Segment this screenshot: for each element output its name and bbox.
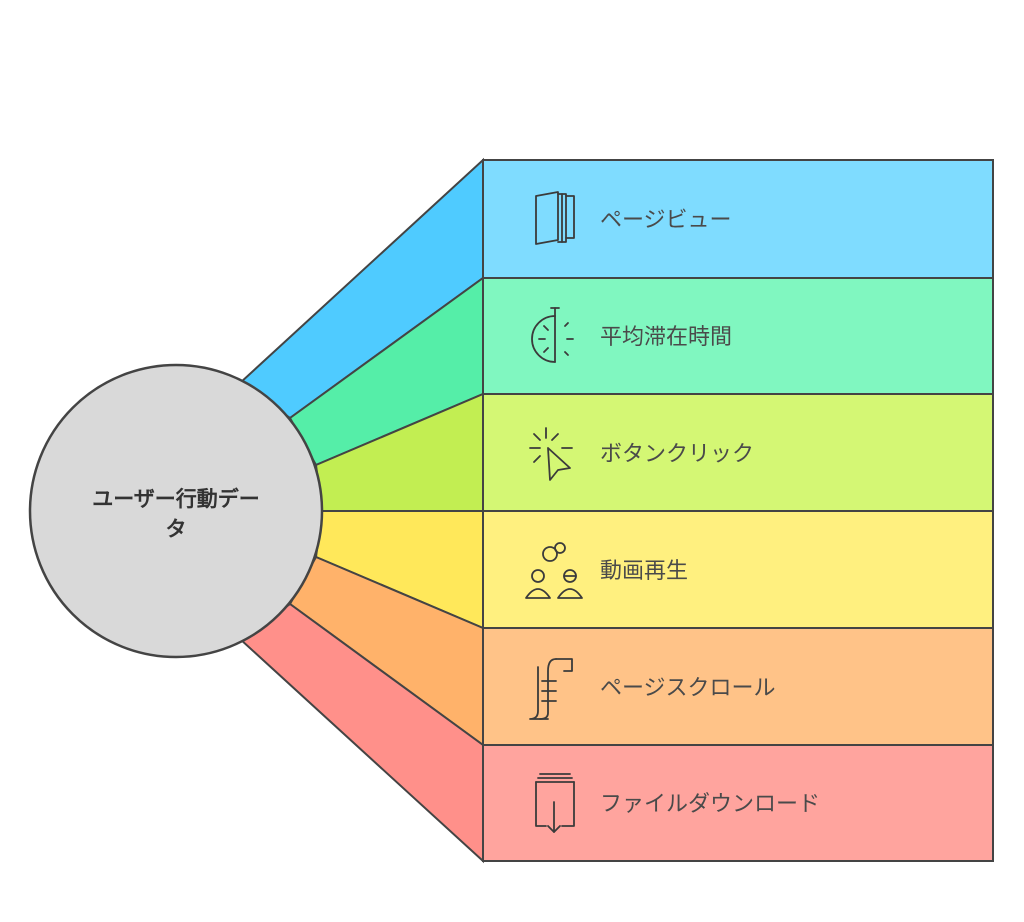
band-5 bbox=[482, 627, 994, 746]
download-file-icon bbox=[535, 773, 575, 833]
band-label-6: ファイルダウンロード bbox=[600, 792, 820, 817]
band-label-1: ページビュー bbox=[600, 208, 732, 233]
band-labels: ページビュー 平均滞在時間 ボタンクリック 動画再生 ページスクロール ファイル… bbox=[600, 208, 820, 817]
band-2 bbox=[482, 277, 994, 395]
scroll-icon bbox=[529, 658, 573, 720]
center-node: ユーザー行動デー タ bbox=[28, 363, 324, 659]
center-label-line2: タ bbox=[166, 517, 187, 541]
book-icon bbox=[535, 191, 575, 245]
center-label-line1: ユーザー行動デー bbox=[92, 487, 260, 511]
center-circle bbox=[28, 363, 324, 659]
cursor-click-icon bbox=[529, 427, 573, 481]
band-label-3: ボタンクリック bbox=[600, 442, 754, 467]
band-3 bbox=[482, 393, 994, 512]
stopwatch-icon bbox=[531, 307, 574, 363]
band-1 bbox=[482, 159, 994, 279]
band-label-5: ページスクロール bbox=[600, 676, 776, 701]
band-6 bbox=[482, 744, 994, 862]
bands bbox=[482, 159, 994, 862]
band-label-4: 動画再生 bbox=[600, 559, 688, 584]
band-label-2: 平均滞在時間 bbox=[600, 325, 732, 350]
people-icon bbox=[525, 542, 583, 599]
band-4 bbox=[482, 510, 994, 629]
